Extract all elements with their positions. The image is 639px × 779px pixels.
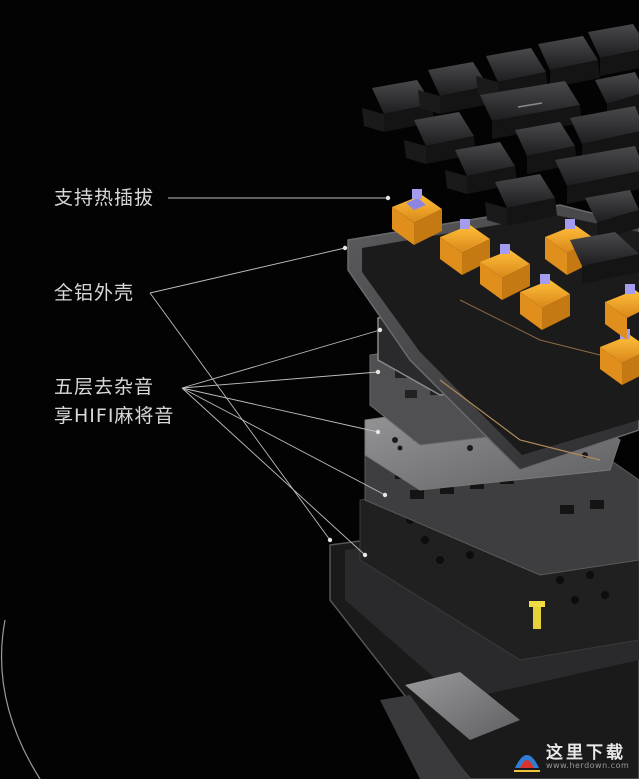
keycap bbox=[585, 190, 639, 240]
label-noise-reduction: 五层去杂音 bbox=[54, 376, 155, 398]
watermark-title: 这里下载 bbox=[546, 743, 626, 763]
leader-line-noise-5 bbox=[181, 387, 366, 556]
keycap bbox=[515, 122, 577, 174]
decorative-arc bbox=[0, 619, 41, 779]
watermark-url: www.herdown.com bbox=[546, 761, 630, 770]
watermark: 这里下载 www.herdown.com bbox=[512, 738, 636, 776]
leader-line-noise-3 bbox=[181, 387, 379, 433]
leader-dots bbox=[327, 195, 391, 558]
keycap bbox=[445, 142, 517, 194]
leader-line-shell-2 bbox=[149, 292, 331, 541]
leader-line-shell bbox=[149, 247, 346, 294]
leader-lines bbox=[149, 197, 388, 556]
switch bbox=[440, 219, 490, 275]
keycap bbox=[538, 36, 600, 88]
keycap-layer bbox=[362, 24, 639, 284]
keycap bbox=[570, 232, 639, 284]
leader-line-noise-4 bbox=[181, 387, 386, 496]
keycap bbox=[476, 48, 548, 100]
keycap bbox=[404, 112, 476, 164]
keycap bbox=[485, 174, 557, 226]
label-hifi-sound: 享HIFI麻将音 bbox=[54, 405, 175, 427]
leader-line-noise-1 bbox=[181, 329, 381, 389]
leader-line-noise-2 bbox=[181, 371, 379, 389]
label-hot-swap: 支持热插拔 bbox=[54, 187, 155, 209]
keycap bbox=[588, 24, 639, 76]
keycap bbox=[418, 62, 490, 114]
keycap bbox=[362, 80, 434, 132]
switch bbox=[480, 244, 530, 300]
label-aluminum-shell: 全铝外壳 bbox=[54, 282, 135, 304]
switch bbox=[392, 189, 442, 245]
switch-row bbox=[392, 189, 639, 385]
keycap-wide bbox=[555, 146, 639, 204]
watermark-logo-icon bbox=[514, 755, 540, 772]
keycap-tab bbox=[480, 81, 582, 139]
switch bbox=[605, 284, 639, 340]
switch bbox=[520, 274, 570, 330]
